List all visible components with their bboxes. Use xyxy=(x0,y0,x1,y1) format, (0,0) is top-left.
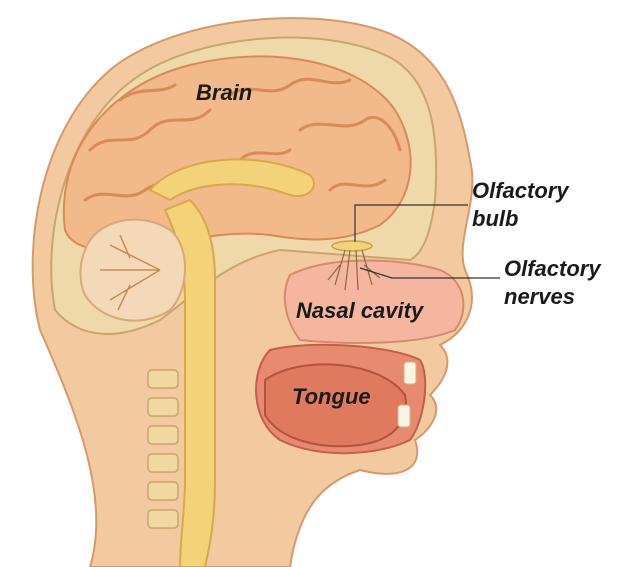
brain-folds xyxy=(83,77,402,202)
label-olfactory-nerves-line2: nerves xyxy=(504,284,575,309)
teeth xyxy=(397,361,417,428)
label-olfactory-bulb-line1: Olfactory xyxy=(472,178,570,203)
nasal-cavity xyxy=(283,259,465,344)
label-tongue: Tongue xyxy=(292,384,371,409)
cerebellum-branches xyxy=(100,234,161,311)
corpus-callosum xyxy=(148,158,315,202)
label-olfactory-nerves-line1: Olfactory xyxy=(504,256,602,281)
label-nasal-cavity: Nasal cavity xyxy=(296,298,425,323)
olfactory-nerves xyxy=(327,249,381,291)
label-olfactory-bulb-line2: bulb xyxy=(472,206,518,231)
leader-lines xyxy=(354,204,500,279)
label-brain: Brain xyxy=(196,80,252,105)
vertebrae xyxy=(147,369,179,529)
olfactory-bulb-leader xyxy=(354,204,468,242)
olfactory-bulb xyxy=(331,240,373,252)
olfactory-nerves-leader xyxy=(359,267,500,279)
